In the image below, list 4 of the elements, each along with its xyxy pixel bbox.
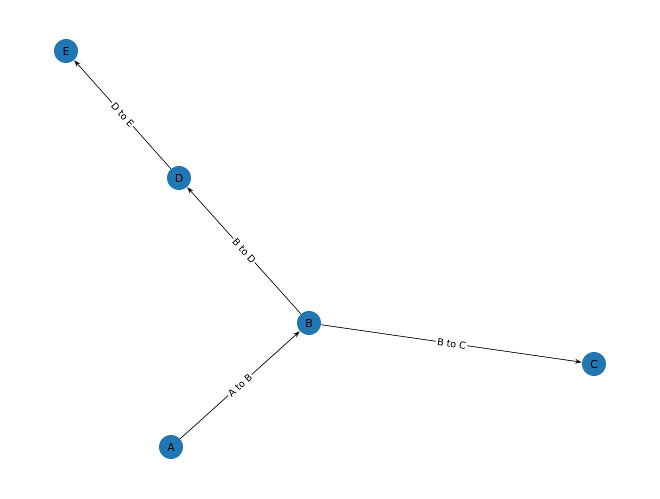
edge-label: A to B [229,374,252,397]
edge-label: B to D [232,238,255,262]
edge-label: B to C [438,338,466,349]
edge-label: D to E [111,102,134,128]
